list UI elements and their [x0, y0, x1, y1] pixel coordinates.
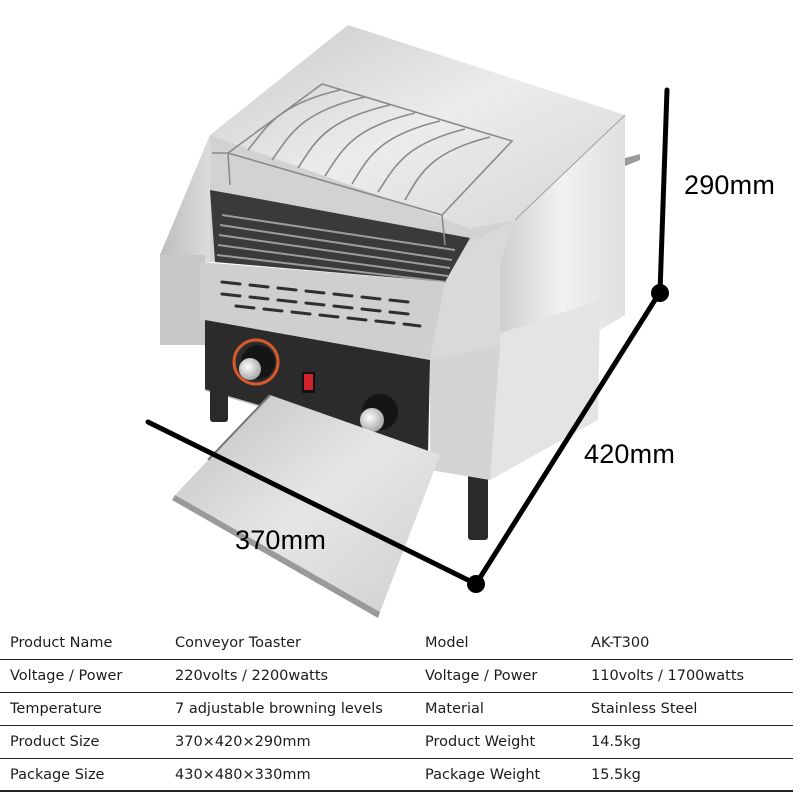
spec-label: Product Weight — [425, 734, 536, 750]
height-dimension-label: 290mm — [684, 170, 776, 200]
height-dimension-line — [657, 87, 670, 295]
dimension-lines — [145, 87, 670, 587]
dimension-dot-bottom — [467, 575, 485, 593]
spec-label: Product Size — [10, 734, 100, 750]
depth-dimension-label: 420mm — [584, 439, 676, 469]
product-illustration: 290mm 420mm 370mm — [145, 25, 776, 618]
spec-value: AK-T300 — [591, 635, 650, 651]
spec-label: Package Size — [10, 766, 105, 783]
conveyor-opening — [210, 190, 470, 283]
spec-row: Temperature 7 adjustable browning levels… — [0, 693, 793, 726]
front-right-column — [430, 345, 500, 480]
spec-row: Package Size 430×480×330mm Package Weigh… — [0, 759, 793, 792]
dimension-dot-top-right — [651, 284, 669, 302]
spec-label: Temperature — [10, 701, 102, 717]
spec-row: Product Name Conveyor Toaster Model AK-T… — [0, 627, 793, 660]
spec-value: 110volts / 1700watts — [591, 668, 745, 684]
spec-label: Model — [425, 635, 469, 651]
spec-row: Voltage / Power 220volts / 2200watts Vol… — [0, 660, 793, 693]
spec-value: 430×480×330mm — [175, 766, 311, 783]
wire-rack[interactable] — [212, 83, 514, 246]
spec-value: 220volts / 2200watts — [175, 668, 329, 684]
spec-value: Conveyor Toaster — [175, 635, 301, 651]
spec-value: 14.5kg — [591, 734, 641, 750]
front-legs — [210, 340, 488, 540]
spec-row: Product Size 370×420×290mm Product Weigh… — [0, 726, 793, 759]
toaster-drawing — [145, 25, 670, 618]
spec-label: Product Name — [10, 635, 113, 651]
dimension-endpoints — [467, 284, 669, 593]
spec-value: 370×420×290mm — [175, 734, 311, 750]
spec-value: 15.5kg — [591, 766, 641, 783]
speed-knob[interactable] — [360, 394, 398, 432]
front-vent-panel — [200, 262, 445, 360]
toaster-left-side — [160, 135, 210, 345]
spec-label: Voltage / Power — [10, 668, 123, 684]
temperature-knob[interactable] — [232, 338, 280, 386]
power-switch[interactable] — [302, 372, 315, 393]
spec-value: Stainless Steel — [591, 701, 698, 717]
width-dimension-label: 370mm — [235, 525, 327, 555]
spec-label: Voltage / Power — [425, 668, 538, 684]
spec-value: 7 adjustable browning levels — [175, 701, 383, 717]
depth-dimension-line — [473, 289, 663, 587]
spec-table: Product Name Conveyor Toaster Model AK-T… — [0, 627, 793, 792]
width-dimension-line — [145, 419, 479, 587]
spec-label: Material — [425, 701, 484, 717]
spec-label: Package Weight — [425, 766, 541, 783]
